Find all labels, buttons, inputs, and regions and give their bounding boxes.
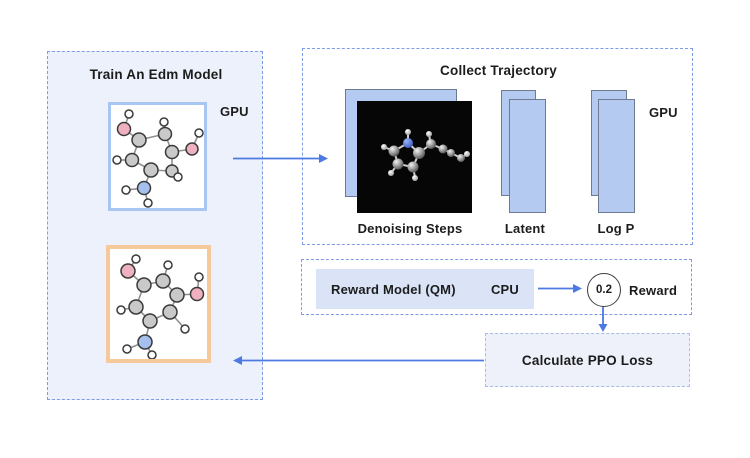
arrow-ppo-to-train bbox=[233, 356, 484, 365]
reward-model-pill: Reward Model (QM) CPU bbox=[316, 269, 534, 309]
clean-molecule-frame bbox=[106, 245, 211, 363]
latent-front-panel bbox=[509, 99, 546, 213]
denoising-steps-label: Denoising Steps bbox=[357, 221, 463, 236]
molecule-2d-noisy-icon bbox=[112, 109, 204, 208]
noisy-molecule-frame bbox=[108, 102, 207, 211]
ppo-loss-label: Calculate PPO Loss bbox=[521, 352, 654, 368]
reward-model-label: Reward Model (QM) bbox=[331, 281, 456, 297]
reward-label: Reward bbox=[629, 283, 678, 298]
train-gpu-label: GPU bbox=[220, 104, 249, 119]
collect-trajectory-box: Collect Trajectory GPU bbox=[302, 48, 693, 245]
reward-cpu-label: CPU bbox=[490, 281, 519, 297]
collect-box-title: Collect Trajectory bbox=[440, 63, 557, 78]
reward-value-circle: 0.2 bbox=[587, 273, 621, 307]
molecule-3d-render-icon bbox=[381, 129, 470, 181]
reward-box: Reward Model (QM) CPU 0.2 Reward bbox=[301, 259, 692, 315]
logp-front-panel bbox=[598, 99, 635, 213]
latent-label: Latent bbox=[504, 221, 546, 236]
train-edm-box: Train An Edm Model GPU bbox=[47, 51, 263, 400]
calculate-ppo-loss-box: Calculate PPO Loss bbox=[485, 333, 690, 387]
train-box-title: Train An Edm Model bbox=[89, 67, 223, 82]
molecule-2d-clean-icon bbox=[116, 254, 205, 359]
logp-label: Log P bbox=[597, 221, 635, 236]
reward-value: 0.2 bbox=[596, 284, 612, 296]
denoising-front-panel bbox=[357, 101, 472, 213]
collect-gpu-label: GPU bbox=[649, 105, 678, 120]
